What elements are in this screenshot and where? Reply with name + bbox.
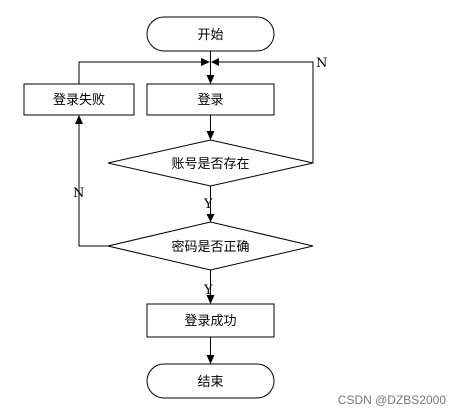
start-to-login-arrowhead (206, 75, 215, 84)
failed-to-login-connector (78, 61, 203, 84)
password-no-arrowhead (75, 115, 83, 124)
end-node: 结束 (146, 363, 275, 399)
end-label: 结束 (197, 375, 223, 390)
failed-to-login-arrowhead (201, 58, 210, 66)
account-yes-arrowhead (206, 214, 215, 222)
password-no-connector (78, 123, 108, 247)
login-node: 登录 (146, 83, 275, 116)
watermark: CSDN @DZBS2000 (338, 393, 447, 407)
account-no-loop-arrowhead (211, 58, 219, 66)
account-exists-decision: 账号是否存在 (107, 139, 314, 187)
start-label: 开始 (197, 28, 223, 43)
account-no-label: N (316, 56, 327, 71)
login-label: 登录 (197, 93, 223, 108)
password-yes-label: Y (203, 283, 213, 298)
account-yes-label: Y (203, 197, 213, 212)
login-success-node: 登录成功 (146, 303, 275, 338)
start-node: 开始 (146, 16, 275, 52)
password-correct-decision: 密码是否正确 (107, 221, 314, 271)
password-yes-arrowhead (206, 295, 215, 304)
login-to-account-arrowhead (206, 131, 215, 140)
account-exists-label: 账号是否存在 (171, 157, 249, 172)
login-success-label: 登录成功 (184, 314, 236, 329)
login-failed-label: 登录失败 (53, 93, 105, 108)
login-failed-node: 登录失败 (23, 83, 135, 116)
success-to-end-arrowhead (206, 355, 215, 364)
password-correct-label: 密码是否正确 (171, 239, 249, 255)
account-no-loop-connector (219, 61, 314, 163)
password-no-label: N (73, 186, 84, 201)
